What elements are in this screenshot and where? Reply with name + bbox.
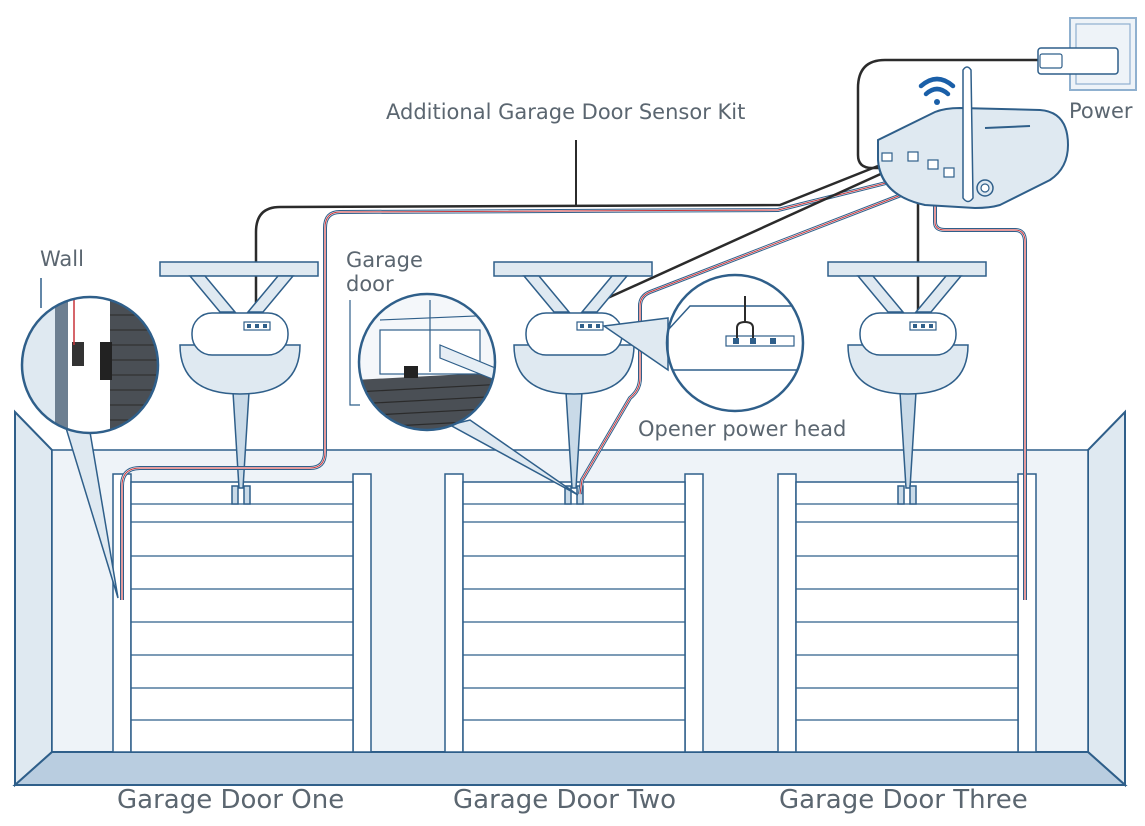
wall-label: Wall	[40, 247, 84, 271]
opener-three	[827, 261, 987, 395]
opener-power-head-label: Opener power head	[638, 417, 847, 441]
door-title-one: Garage Door One	[117, 785, 345, 815]
opener-two	[493, 261, 653, 395]
power-label: Power	[1069, 99, 1133, 123]
garage-door-label-line1: Garage	[346, 248, 423, 272]
red-sensor-cables	[120, 170, 1027, 600]
garage-door-two	[444, 473, 704, 753]
opener-one	[159, 261, 319, 395]
opener-head-detail-callout	[601, 273, 805, 413]
power-outlet-icon	[1037, 17, 1137, 91]
sensor-kit-label: Additional Garage Door Sensor Kit	[386, 100, 746, 124]
garage-door-label-line2: door	[346, 272, 394, 296]
door-title-three: Garage Door Three	[779, 785, 1028, 815]
garage-door-one	[112, 473, 372, 753]
door-title-two: Garage Door Two	[453, 785, 677, 815]
wifi-icon	[918, 76, 956, 105]
antenna-icon	[962, 66, 974, 203]
garage-door-three	[777, 473, 1037, 753]
